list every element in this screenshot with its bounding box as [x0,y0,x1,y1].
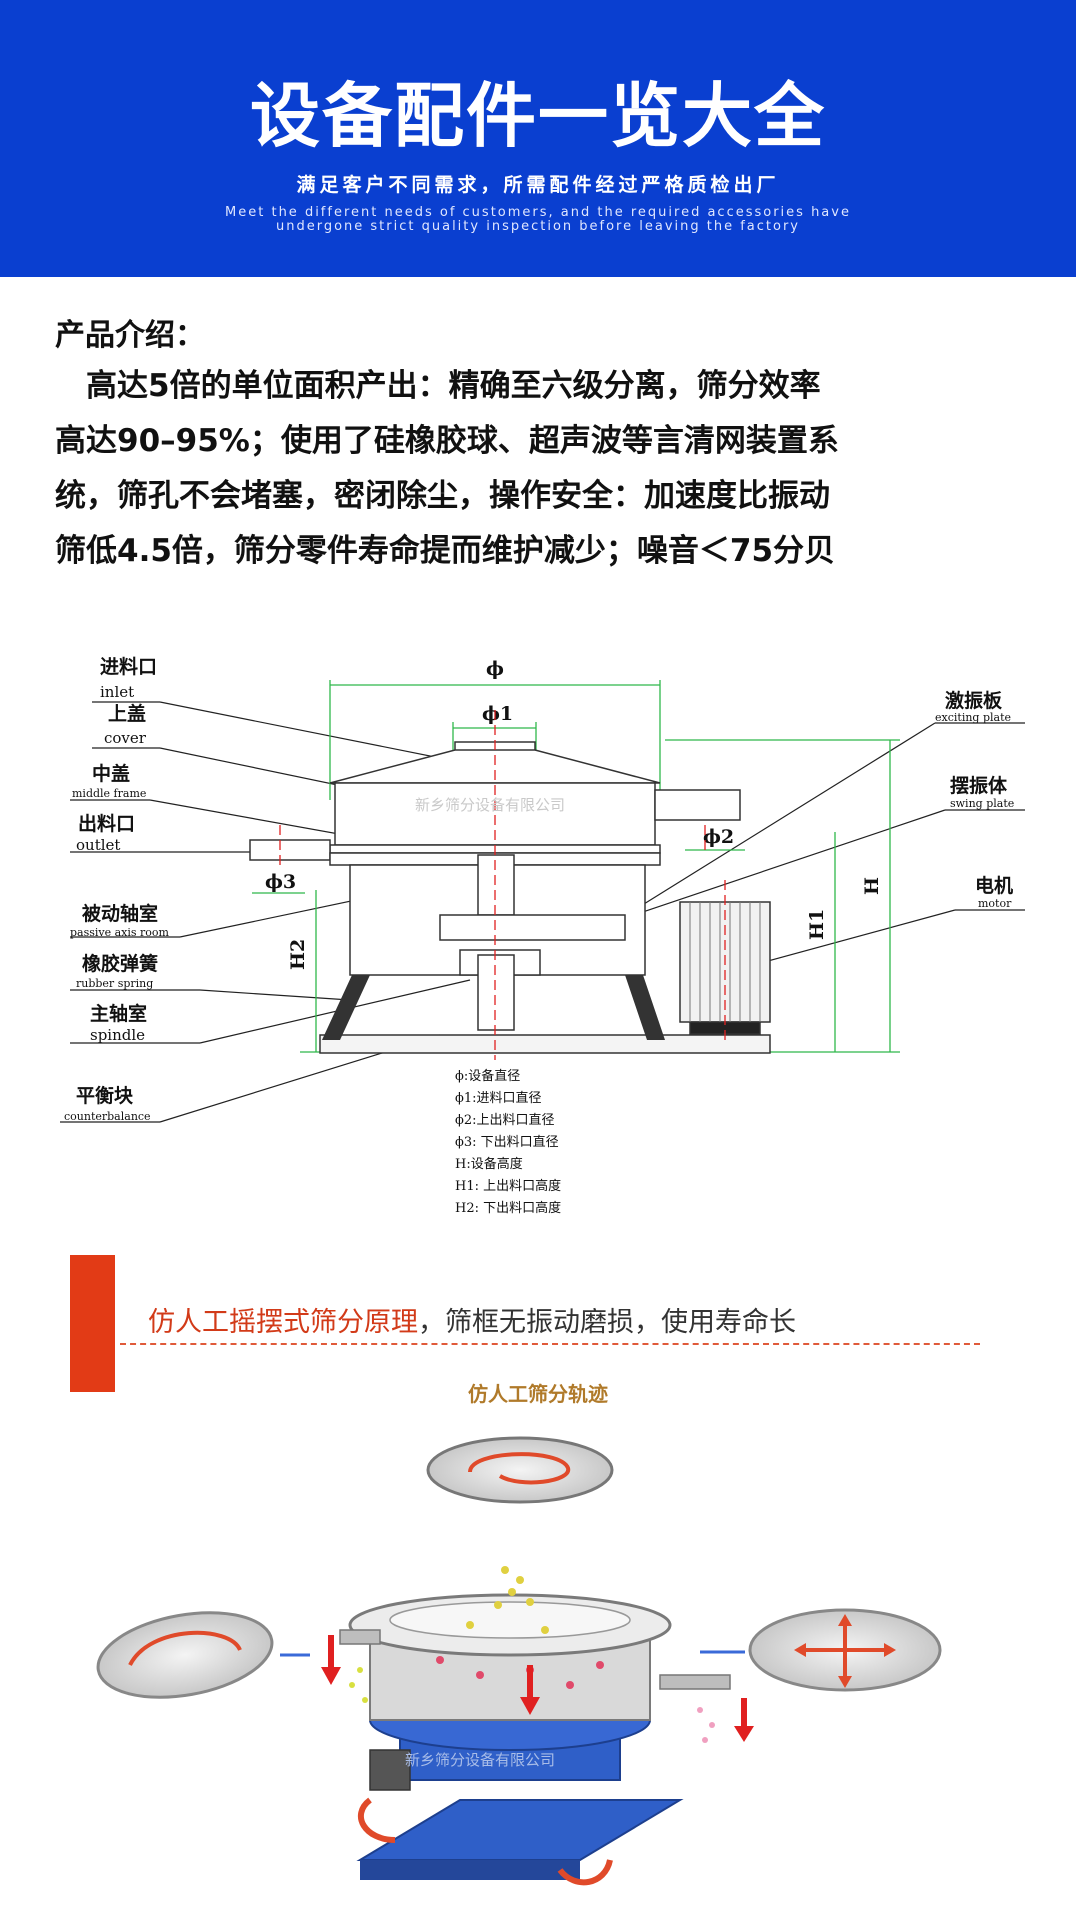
label-exciting-plate-en: exciting plate [935,711,1011,724]
dim-h1: H1 [806,909,828,940]
label-rubber-spring-en: rubber spring [76,977,153,990]
dim-phi1: ϕ1 [482,703,513,725]
dim-h2: H2 [287,939,309,970]
label-rubber-spring-cn: 橡胶弹簧 [82,952,158,975]
spiral-arrow-icon [468,1452,571,1485]
label-outlet-cn: 出料口 [78,812,135,835]
legend-item: H:设备高度 [455,1156,523,1172]
principle-title-highlight: 仿人工摇摆式筛分原理 [148,1307,418,1338]
intro-line: 高达5倍的单位面积产出：精确至六级分离，筛分效率 [55,368,821,404]
legend-item: ϕ1:进料口直径 [455,1091,542,1106]
machine-watermark: 新乡筛分设备有限公司 [405,1751,555,1769]
label-counterbalance-cn: 平衡块 [76,1084,134,1107]
intro-line: 筛低4.5倍，筛分零件寿命提而维护减少；噪音＜75分贝 [55,533,836,569]
label-cover-cn: 上盖 [108,702,146,725]
dim-phi2: ϕ2 [703,826,734,848]
diagram-watermark: 新乡筛分设备有限公司 [415,796,565,814]
label-spindle-en: spindle [90,1026,145,1044]
track-label: 仿人工筛分轨迹 [468,1382,608,1406]
dim-phi3: ϕ3 [265,871,296,893]
intro-line: 统，筛孔不会堵塞，密闭除尘，操作安全：加速度比振动 [55,478,830,514]
principle-title-rest: ，筛框无振动磨损，使用寿命长 [418,1307,796,1338]
label-counterbalance-en: counterbalance [64,1110,151,1123]
label-swing-plate-cn: 摆振体 [950,774,1008,797]
label-cover-en: cover [104,729,147,747]
banner-subtitle-cn: 满足客户不同需求，所需配件经过严格质检出厂 [296,174,780,196]
motor-ribs [689,902,761,1022]
sieving-principle-illustration: 新乡筛分设备有限公司 [96,1436,942,1886]
material-particles [349,1566,715,1743]
principle-title: 仿人工摇摆式筛分原理，筛框无振动磨损，使用寿命长 [148,1300,796,1339]
legend-item: ϕ2:上出料口直径 [455,1113,555,1128]
label-outlet-en: outlet [76,836,120,854]
legend-item: H1: 上出料口高度 [455,1178,561,1194]
label-motor-en: motor [978,897,1012,910]
label-middle-frame-cn: 中盖 [92,762,130,785]
label-motor-cn: 电机 [975,874,1013,897]
right-tray-orbit [700,1608,942,1692]
intro-line: 高达90–95%；使用了硅橡胶球、超声波等言清网装置系 [55,423,839,459]
label-inlet-en: inlet [100,683,134,701]
intro-heading: 产品介绍： [55,318,205,353]
section-accent-bar [70,1255,115,1392]
rubber-springs [322,975,665,1040]
cross-arrows-icon [794,1614,896,1688]
top-tray-orbit [426,1436,614,1504]
banner-title: 设备配件一览大全 [250,75,826,157]
label-exciting-plate-cn: 激振板 [945,689,1003,712]
dim-h: H [861,877,883,895]
label-swing-plate-en: swing plate [950,797,1014,810]
label-spindle-cn: 主轴室 [90,1002,147,1025]
label-inlet-cn: 进料口 [100,655,157,678]
banner-subtitle-en-1: Meet the different needs of customers, a… [225,205,851,220]
rotation-arrow-icon [357,1797,613,1886]
label-middle-frame-en: middle frame [72,787,146,800]
section-divider [120,1343,980,1345]
center-lines [279,710,726,1060]
legend-item: ϕ:设备直径 [455,1068,520,1084]
header-banner [0,0,1076,277]
dim-phi: ϕ [486,658,504,680]
curved-arrow-icon [128,1630,242,1666]
legend-item: H2: 下出料口高度 [455,1200,561,1216]
down-arrow-icon [321,1635,754,1742]
sieve-machine-drawing [249,741,771,1054]
banner-subtitle-en-2: undergone strict quality inspection befo… [275,219,800,234]
label-passive-axis-cn: 被动轴室 [82,902,158,925]
sieve-structure-diagram: ϕ ϕ1 ϕ2 ϕ3 H H1 H2 [60,655,1025,1216]
sieve-machine [339,1593,731,1880]
left-tray-orbit [96,1611,310,1699]
legend-item: ϕ3: 下出料口直径 [455,1135,559,1150]
label-passive-axis-en: passive axis room [70,926,170,939]
